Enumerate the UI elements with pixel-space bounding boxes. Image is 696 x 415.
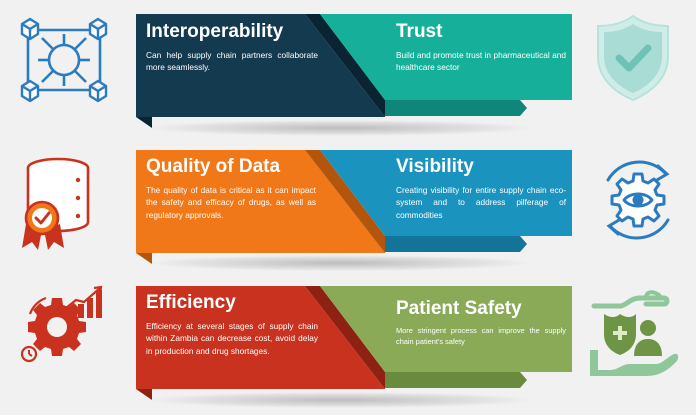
patient-safety-tail bbox=[385, 372, 527, 388]
trust-tail bbox=[385, 100, 527, 116]
efficiency-card bbox=[136, 286, 385, 389]
row1-cards bbox=[136, 14, 572, 128]
patient-safety-title: Patient Safety bbox=[396, 298, 522, 319]
row3-cards bbox=[136, 286, 572, 400]
visibility-card bbox=[320, 150, 572, 236]
row2-cards bbox=[136, 150, 572, 264]
trust-card bbox=[320, 14, 572, 100]
interoperability-fold bbox=[305, 14, 385, 117]
hand-shield-person-icon bbox=[590, 290, 679, 376]
database-badge-icon bbox=[22, 157, 90, 250]
interoperability-text: Can help supply chain partners collabora… bbox=[146, 50, 318, 73]
shield-check-icon bbox=[597, 14, 669, 102]
visibility-text: Creating visibility for entire supply ch… bbox=[396, 185, 566, 220]
trust-title: Trust bbox=[396, 21, 443, 42]
band-shadow bbox=[150, 120, 530, 136]
quality-card bbox=[136, 150, 385, 253]
efficiency-fold bbox=[305, 286, 385, 389]
band-shadow bbox=[150, 255, 530, 271]
efficiency-text: Efficiency at several stages of supply c… bbox=[146, 321, 318, 356]
eye-gear-icon bbox=[606, 160, 670, 240]
band-shadow bbox=[150, 392, 530, 408]
quality-of-data-title: Quality of Data bbox=[146, 156, 281, 177]
patient-safety-card bbox=[320, 286, 572, 372]
visibility-tail bbox=[385, 236, 527, 252]
patient-safety-text: More stringent process can improve the s… bbox=[396, 326, 566, 346]
gear-chart-icon bbox=[20, 285, 103, 363]
quality-of-data-text: The quality of data is critical as it ca… bbox=[146, 185, 316, 220]
interoperability-card bbox=[136, 14, 385, 117]
interoperability-title: Interoperability bbox=[146, 21, 284, 42]
visibility-title: Visibility bbox=[396, 156, 474, 177]
trust-fold-left bbox=[136, 117, 152, 128]
trust-text: Build and promote trust in pharmaceutica… bbox=[396, 50, 566, 73]
quality-fold bbox=[305, 150, 385, 253]
network-icon bbox=[20, 17, 108, 103]
quality-fold-left bbox=[136, 253, 152, 264]
efficiency-fold-left bbox=[136, 389, 152, 400]
efficiency-title: Efficiency bbox=[146, 292, 236, 313]
